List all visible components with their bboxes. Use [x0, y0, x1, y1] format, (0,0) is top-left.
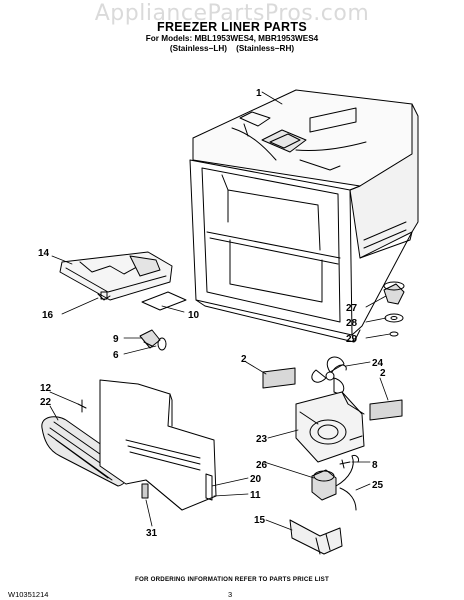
fan-housing-part: [295, 391, 365, 463]
callout-15: 15: [254, 515, 266, 526]
lamp-socket-part: [139, 329, 167, 351]
watermark-text: AppliancePartsPros.com: [94, 1, 370, 26]
tray-part: [59, 251, 173, 301]
callout-9: 9: [113, 334, 119, 345]
damper-parts: [383, 281, 405, 337]
callout-25: 25: [372, 480, 384, 491]
callout-16: 16: [42, 310, 54, 321]
fan-motor-part: [311, 455, 359, 511]
screw-12-part: [77, 399, 87, 413]
callout-23: 23: [256, 434, 268, 445]
leader-lines: [49, 91, 391, 531]
callout-27: 27: [346, 303, 358, 314]
document-number: W10351214: [8, 590, 49, 599]
callout-14: 14: [38, 248, 50, 259]
callout-24: 24: [372, 358, 384, 369]
callout-31: 31: [146, 528, 158, 539]
bracket-part: [289, 519, 343, 555]
pad-part: [141, 291, 187, 311]
callout-29: 29: [346, 334, 358, 345]
ordering-note: FOR ORDERING INFORMATION REFER TO PARTS …: [135, 576, 329, 583]
models-variants: (Stainless−LH) (Stainless−RH): [169, 44, 295, 53]
clip-part: [141, 483, 149, 499]
callout-6: 6: [113, 350, 119, 361]
callout-12: 12: [40, 383, 52, 394]
freezer-liner-part: [189, 89, 419, 343]
models-line: For Models: MBL1953WES4, MBR1953WES4: [145, 34, 319, 43]
back-panel-part: [99, 379, 217, 511]
page-number: 3: [228, 590, 233, 599]
model-info: For Models: MBL1953WES4, MBR1953WES4 (St…: [0, 34, 464, 54]
foam-strip-left: [262, 367, 296, 389]
callout-1: 1: [256, 88, 262, 99]
foam-strip-right: [369, 399, 403, 421]
screw-part: [339, 459, 351, 469]
page-title: FREEZER LINER PARTS: [157, 20, 307, 34]
fan-blade-part: [311, 356, 347, 394]
callout-28: 28: [346, 318, 358, 329]
callout-11: 11: [250, 490, 261, 501]
callout-26: 26: [256, 460, 268, 471]
callout-20: 20: [250, 474, 262, 485]
callout-2-left: 2: [241, 354, 247, 365]
callout-2-right: 2: [380, 368, 386, 379]
callout-10: 10: [188, 310, 200, 321]
callout-8: 8: [372, 460, 378, 471]
callout-22: 22: [40, 397, 52, 408]
